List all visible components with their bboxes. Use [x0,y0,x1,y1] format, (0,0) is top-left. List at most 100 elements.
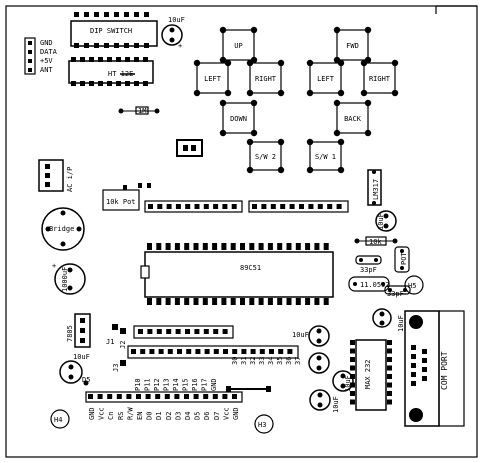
pad [116,57,121,62]
com-port-db9: COM PORT [404,310,465,427]
pad [299,204,304,209]
pad [89,57,94,62]
port-pin-label-2: 32 [249,357,257,365]
capacitor-10uf-top: 10uF + [161,16,185,50]
port-pin-label: P17 [201,378,209,391]
port-pin-label-2: 34 [267,357,275,365]
jumper-j2: J2 [119,328,127,349]
pad [286,243,292,250]
button-body [249,62,282,94]
lcd-pin-label: D3 [174,412,182,420]
port-pin-label-2: 31 [240,357,248,365]
button-left1: LEFT [193,59,232,97]
j1-label: J1 [106,338,114,346]
pad [74,12,79,17]
pad [166,329,172,334]
port-pin-label: GND [210,378,218,391]
pad [250,349,256,354]
capacitor-10uf-top-label: 10uF [168,16,185,24]
pad [114,12,119,17]
pad [84,12,89,17]
button-pad [333,129,341,137]
com-port-label: COM PORT [440,351,449,390]
pad [193,243,199,250]
max232-chip: MAX 232 [350,339,392,411]
max-pad [387,391,392,396]
pad [107,81,112,86]
port-pin-label: P16 [191,378,199,391]
pad [277,243,283,250]
max-pad [350,399,355,405]
pad [177,349,182,354]
button-right1: RIGHT [246,59,285,97]
button-sw2-label: S/W 2 [255,153,276,161]
capacitor-10uf-bottom: 10uF [332,370,354,392]
pad [287,349,293,354]
pad [314,243,320,250]
pad [107,394,113,399]
pad [98,81,103,86]
button-body [309,62,342,94]
pad [232,394,237,399]
button-up: UP [219,26,258,64]
com-pin [422,358,427,363]
pad [71,57,76,62]
button-pad [306,138,314,146]
button-sw1-label: S/W 1 [315,153,336,161]
lcd-pin-label: GND [88,407,96,420]
lcd-pin-label: GND [232,407,240,420]
com-pin [411,372,416,377]
lcd-pin-label: EN [136,412,144,420]
button-fwd: FWD [333,26,372,64]
cap-10uf-com-label: 10uF [397,315,405,332]
pad [89,81,94,86]
port-pin-label: P15 [182,378,190,391]
max-pad [387,365,392,371]
rf-pin [28,59,32,63]
port-pin-label: P12 [153,378,161,391]
pad [145,394,151,399]
pad [286,298,292,305]
pad [156,243,162,250]
pad [231,204,237,209]
pad [134,81,139,86]
lcd-pin-label: D4 [184,412,192,420]
power-header [176,139,203,157]
pad [212,298,218,305]
crystal: 11.0592 [348,276,390,292]
data-label: DATA [40,48,58,56]
pad [184,298,190,305]
max-pad [387,399,392,405]
pad [230,243,236,250]
pad [278,349,284,354]
pad [221,243,227,250]
lcd-pin-label: Vcc [222,407,230,420]
pad [143,81,148,86]
pad [267,298,273,305]
board-outline [5,5,478,458]
button-pad [193,89,201,97]
port-pin-label: P14 [172,378,180,391]
pad [193,394,199,399]
regulator-7805: 7805 [66,313,91,348]
button-body [363,62,396,94]
button-sw2: S/W 2 [246,138,285,174]
button-pad [333,99,341,107]
pad [155,394,161,399]
button-pad [219,129,227,137]
rf-pin [28,41,32,45]
pad [98,57,103,62]
pad [203,394,209,399]
button-body [336,102,369,134]
button-down-label: DOWN [230,115,247,123]
pad [186,349,192,354]
pad [184,394,189,399]
com-pin [411,345,416,350]
rf-pin [28,68,32,72]
capacitor-10uf-mid2 [308,352,330,374]
pad [165,243,171,250]
pad [156,329,162,334]
pad [147,298,152,305]
pad [166,204,172,209]
pad [104,43,109,48]
